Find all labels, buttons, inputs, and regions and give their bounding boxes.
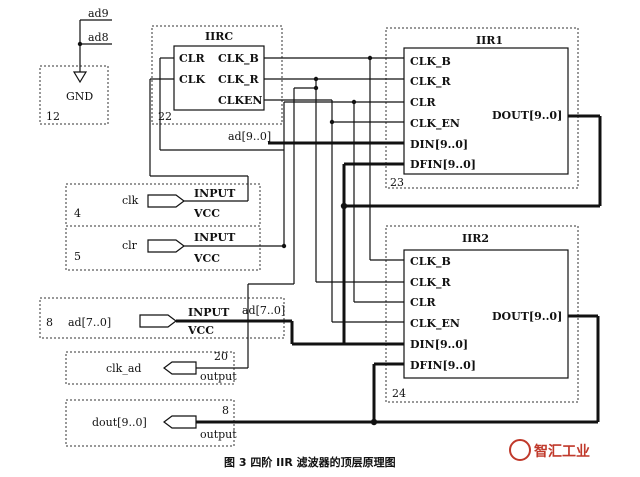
iir2-body — [403, 249, 569, 379]
iirc-pin-clr: CLR — [179, 52, 205, 65]
figure-caption: 图 3 四阶 IIR 滤波器的顶层原理图 — [224, 455, 396, 469]
output-clk-ad-type: output — [200, 370, 237, 383]
output-clk-ad-port-icon — [163, 361, 197, 375]
gnd-frame — [39, 65, 109, 125]
input-clk-port-icon — [147, 194, 185, 208]
iir1-number: 23 — [390, 176, 404, 189]
iir1-pin-clk-en: CLK_EN — [410, 117, 460, 131]
input-clr-port-icon — [147, 239, 185, 253]
input-clr-name: clr — [122, 239, 138, 252]
iir1-frame — [385, 27, 579, 189]
bus-ad-label: ad[9..0] — [228, 130, 271, 143]
iir2-pin-din: DIN[9..0] — [410, 338, 468, 351]
input-ad-frame — [39, 297, 285, 339]
input-clr-number: 5 — [74, 250, 81, 263]
input-clk-number: 4 — [74, 207, 81, 220]
input-clk-type: INPUT — [194, 187, 236, 200]
input-ad-port-icon — [139, 314, 177, 328]
iir2-pin-clk-b: CLK_B — [410, 255, 451, 269]
iir2-title: IIR2 — [462, 232, 489, 245]
iir1-pin-clk-b: CLK_B — [410, 55, 451, 69]
iir1-title: IIR1 — [476, 34, 503, 47]
iir2-frame — [385, 225, 579, 403]
input-ad-number: 8 — [46, 316, 53, 329]
iir2-pin-clk-en: CLK_EN — [410, 317, 460, 331]
iirc-block: IIRC CLR CLK CLK_B CLK_R CLKEN 22 — [150, 25, 283, 125]
iir1-pin-clk-r: CLK_R — [410, 75, 452, 89]
net-ad9: ad9 — [88, 7, 109, 20]
input-clk-name: clk — [122, 194, 139, 207]
iirc-body — [173, 45, 265, 111]
wiring — [149, 55, 602, 426]
output-dout-name: dout[9..0] — [92, 416, 147, 429]
input-clr-type: INPUT — [194, 231, 236, 244]
output-clk-ad-block: clk_ad 20 output — [65, 350, 248, 385]
output-dout-type: output — [200, 428, 237, 441]
iirc-pin-clk-b: CLK_B — [218, 52, 259, 66]
iir1-body — [403, 47, 569, 175]
input-ad-name: ad[7..0] — [68, 316, 111, 329]
input-clk-supply: VCC — [193, 207, 220, 220]
iirc-pin-clken: CLKEN — [218, 94, 263, 107]
output-dout-port-icon — [163, 415, 197, 429]
output-dout-block: dout[9..0] 8 output — [65, 399, 598, 447]
input-clk-block: clk INPUT VCC 4 — [65, 183, 261, 227]
output-dout-number: 8 — [222, 404, 229, 417]
iir1-pin-din: DIN[9..0] — [410, 138, 468, 151]
input-ad-type: INPUT — [188, 306, 230, 319]
watermark-text: 智汇工业 — [533, 443, 590, 460]
iirc-pin-clk: CLK — [179, 73, 205, 86]
iir1-pin-dfin: DFIN[9..0] — [410, 158, 476, 171]
iir2-pin-dfin: DFIN[9..0] — [410, 359, 476, 372]
iir2-block: IIR2 CLK_B CLK_R CLR CLK_EN DIN[9..0] DF… — [385, 225, 579, 403]
input-clr-supply: VCC — [193, 252, 220, 265]
gnd-icon — [72, 71, 88, 84]
input-ad-net: ad[7..0] — [242, 304, 285, 317]
watermark-logo-icon — [509, 439, 531, 461]
gnd-number: 12 — [46, 110, 60, 123]
iir2-pin-clr: CLR — [410, 296, 436, 309]
iir2-number: 24 — [392, 387, 406, 400]
iir2-pin-clk-r: CLK_R — [410, 276, 452, 290]
input-clr-frame — [65, 225, 261, 271]
iir1-pin-clr: CLR — [410, 96, 436, 109]
iirc-frame — [151, 25, 283, 125]
iir1-block: IIR1 CLK_B CLK_R CLR CLK_EN DIN[9..0] DF… — [385, 27, 579, 189]
output-clk-ad-name: clk_ad — [106, 362, 141, 375]
iirc-title: IIRC — [205, 30, 233, 43]
gnd-block: ad9 ad8 GND 12 — [39, 7, 112, 125]
gnd-label: GND — [66, 90, 93, 103]
output-dout-frame — [65, 399, 235, 447]
iir1-pin-dout: DOUT[9..0] — [492, 109, 562, 122]
watermark: 智汇工业 — [509, 439, 590, 461]
input-clr-block: clr INPUT VCC 5 — [65, 225, 284, 271]
iir2-pin-dout: DOUT[9..0] — [492, 310, 562, 323]
iirc-pin-clk-r: CLK_R — [218, 73, 260, 87]
input-ad-supply: VCC — [187, 324, 214, 337]
iirc-number: 22 — [158, 110, 172, 123]
output-clk-ad-number: 20 — [214, 350, 228, 363]
input-ad-block: 8 ad[7..0] INPUT VCC ad[7..0] — [39, 297, 292, 339]
net-ad8: ad8 — [88, 31, 109, 44]
